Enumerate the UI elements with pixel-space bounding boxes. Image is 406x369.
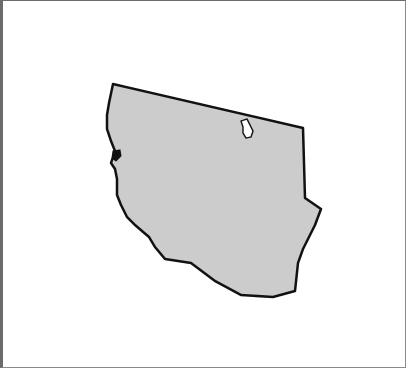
lake-shape — [240, 118, 254, 139]
map-canvas — [105, 82, 323, 299]
inlet-mark — [111, 149, 122, 162]
region-shape — [105, 82, 323, 299]
